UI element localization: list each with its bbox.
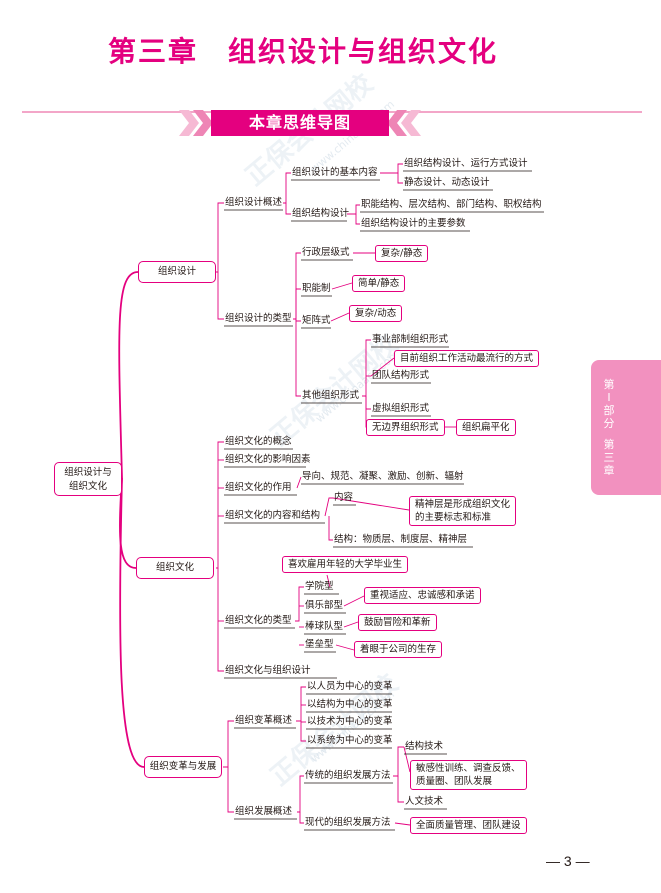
academy-note: 喜欢雇用年轻的大学毕业生 — [282, 556, 409, 573]
spirit-note-line1: 精神层是形成组织文化 — [415, 499, 511, 510]
culture-role: 组织文化的作用 — [225, 482, 292, 493]
page-number: — 3 — — [546, 853, 590, 869]
design-structure: 组织结构设计 — [292, 208, 350, 219]
side-tab-char: I — [607, 391, 611, 404]
design-structure-item-1: 职能结构、层次结构、部门结构、职权结构 — [361, 199, 542, 210]
culture-spirit-note: 精神层是形成组织文化 的主要标志和标准 — [409, 496, 517, 526]
culture-factors: 组织文化的影响因素 — [225, 454, 311, 465]
culture-role-items: 导向、规范、凝聚、激励、创新、辐射 — [302, 471, 464, 482]
branch-design: 组织设计 — [138, 261, 216, 283]
root-label-line1: 组织设计与 — [64, 467, 112, 478]
side-tab-char: 章 — [603, 464, 615, 477]
chapter-side-tab: 第 I 部 分 第 三 章 — [591, 360, 661, 495]
other-team: 团队结构形式 — [372, 370, 430, 381]
spirit-note-line2: 的主要标志和标准 — [415, 512, 492, 523]
culture-concept: 组织文化的概念 — [225, 436, 292, 447]
fortress-note: 着眼于公司的生存 — [354, 641, 443, 658]
culture-content: 组织文化的内容和结构 — [225, 510, 321, 521]
development-overview: 组织发展概述 — [235, 806, 293, 817]
other-boundaryless: 无边界组织形式 — [366, 419, 445, 436]
type-other: 其他组织形式 — [302, 390, 360, 401]
type-academy: 学院型 — [305, 581, 334, 592]
mindmap-root: 组织设计与 组织文化 — [54, 462, 122, 496]
design-structure-item-2: 组织结构设计的主要参数 — [361, 218, 466, 229]
type-functional: 职能制 — [302, 283, 331, 294]
type-club: 俱乐部型 — [305, 600, 344, 611]
design-overview: 组织设计概述 — [225, 197, 283, 208]
side-tab-char: 部 — [603, 404, 615, 417]
modern-methods: 现代的组织发展方法 — [305, 817, 391, 828]
change-item-4: 以系统为中心的变革 — [307, 735, 393, 746]
type-matrix: 矩阵式 — [302, 315, 331, 326]
banner-title: 本章思维导图 — [211, 110, 389, 136]
structure-tech: 结构技术 — [405, 741, 444, 752]
club-note: 重视适应、忠诚感和承诺 — [364, 587, 481, 604]
culture-content-inner: 内容 — [334, 492, 354, 503]
culture-design: 组织文化与组织设计 — [225, 665, 311, 676]
change-item-3: 以技术为中心的变革 — [307, 716, 393, 727]
traditional-note-line2: 质量圈、团队发展 — [416, 776, 493, 787]
type-admin: 行政层级式 — [302, 247, 350, 258]
design-basic-content: 组织设计的基本内容 — [292, 167, 378, 178]
culture-structure: 结构：物质层、制度层、精神层 — [334, 534, 468, 545]
human-tech: 人文技术 — [405, 796, 444, 807]
change-item-1: 以人员为中心的变革 — [307, 681, 393, 692]
culture-types: 组织文化的类型 — [225, 615, 292, 626]
branch-culture: 组织文化 — [136, 557, 214, 579]
chapter-title: 第三章 组织设计与组织文化 — [108, 35, 499, 68]
design-types: 组织设计的类型 — [225, 313, 292, 324]
traditional-note: 敏感性训练、调查反馈、 质量圈、团队发展 — [410, 760, 527, 790]
type-admin-note: 复杂/静态 — [375, 245, 429, 262]
change-item-2: 以结构为中心的变革 — [307, 699, 393, 710]
other-divisional: 事业部制组织形式 — [372, 334, 449, 345]
modern-note: 全面质量管理、团队建设 — [410, 817, 527, 834]
other-team-note: 目前组织工作活动最流行的方式 — [394, 350, 540, 367]
design-basic-item-1: 组织结构设计、运行方式设计 — [404, 158, 528, 169]
root-label-line2: 组织文化 — [68, 481, 107, 492]
design-basic-item-2: 静态设计、动态设计 — [404, 177, 490, 188]
type-fortress: 堡垒型 — [305, 639, 334, 650]
traditional-methods: 传统的组织发展方法 — [305, 770, 391, 781]
traditional-note-line1: 敏感性训练、调查反馈、 — [416, 763, 521, 774]
change-overview: 组织变革概述 — [235, 715, 293, 726]
other-boundaryless-note: 组织扁平化 — [456, 419, 516, 436]
other-virtual: 虚拟组织形式 — [372, 403, 430, 414]
type-baseball: 棒球队型 — [305, 621, 344, 632]
mindmap-banner: 本章思维导图 — [175, 107, 425, 139]
side-tab-char: 第 — [603, 378, 615, 391]
type-functional-note: 简单/静态 — [352, 275, 406, 292]
branch-change: 组织变革与发展 — [144, 756, 222, 778]
side-tab-char: 分 — [603, 417, 615, 430]
type-matrix-note: 复杂/动态 — [349, 305, 403, 322]
side-tab-char: 第 — [603, 438, 615, 451]
side-tab-char: 三 — [603, 451, 615, 464]
banner-chevrons — [179, 110, 421, 136]
baseball-note: 鼓励冒险和革新 — [358, 614, 437, 631]
